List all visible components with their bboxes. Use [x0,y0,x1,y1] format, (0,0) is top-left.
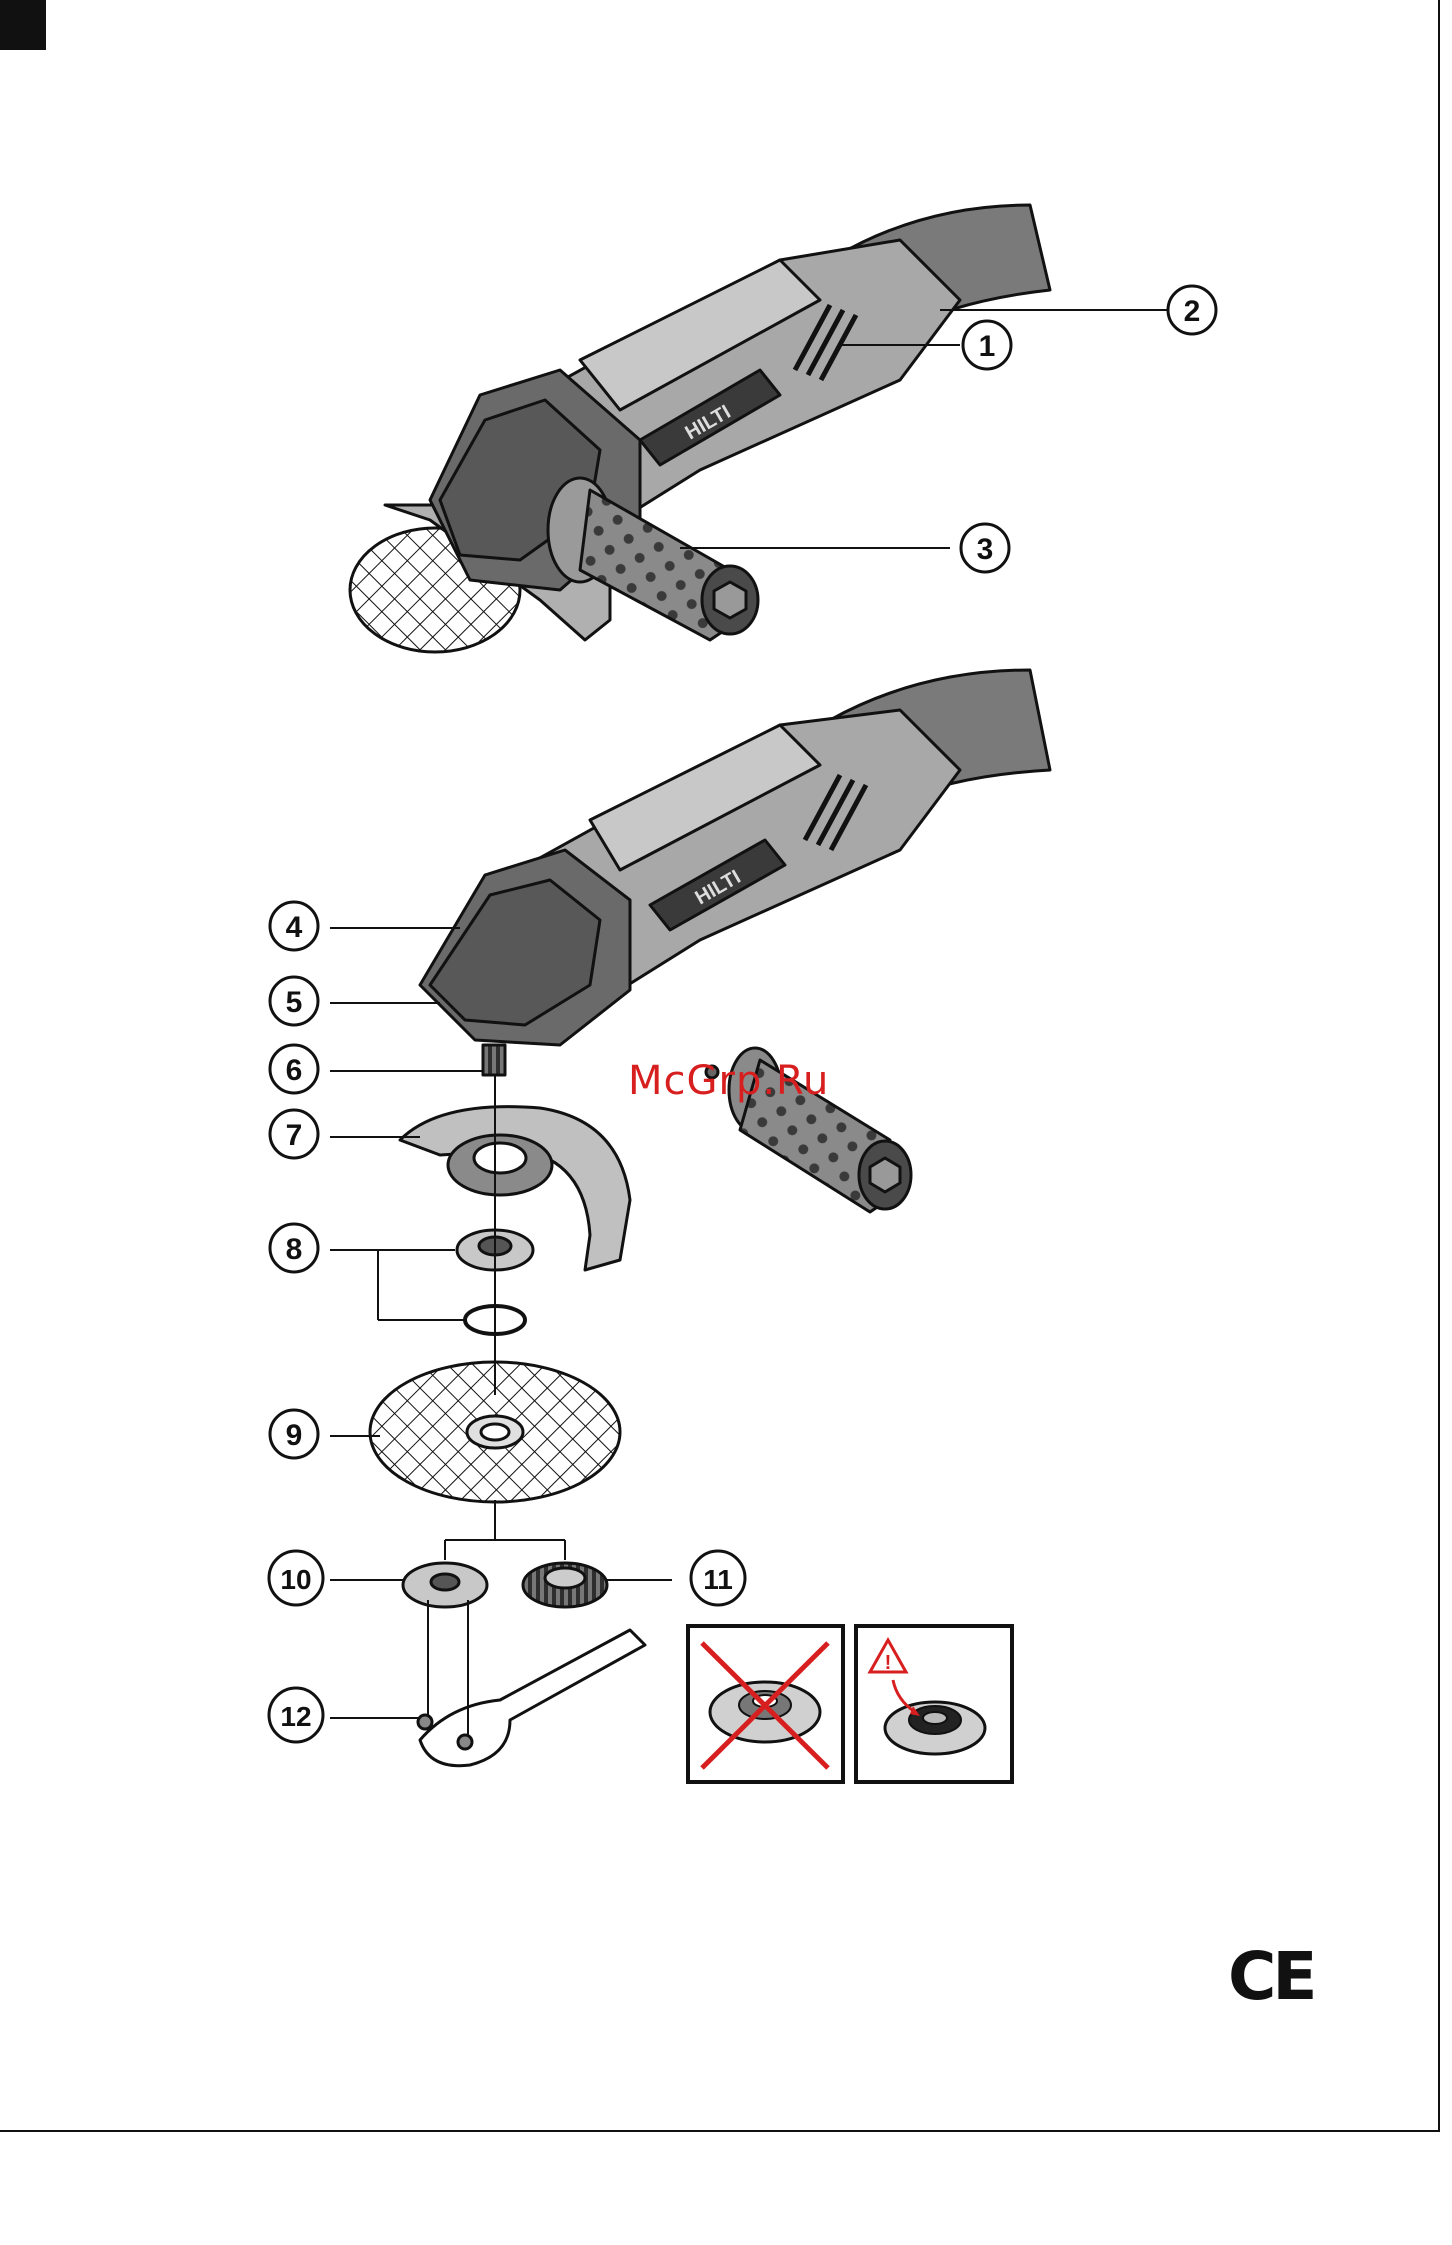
spindle [483,1045,505,1075]
callout-6: 6 [286,1054,303,1087]
callout-3: 3 [977,533,994,566]
wrong-flange-box [688,1626,843,1782]
callout-12: 12 [280,1701,311,1732]
callout-5: 5 [286,986,303,1019]
watermark: McGrp.Ru [628,1058,829,1104]
right-flange-box [856,1626,1012,1782]
callout-10: 10 [280,1564,311,1595]
callout-9: 9 [286,1419,303,1452]
callout-11: 11 [703,1564,733,1595]
callout-4: 4 [286,911,303,944]
ce-mark-icon: CE [1228,1938,1314,2015]
callout-8: 8 [286,1233,303,1266]
callout-2: 2 [1184,295,1201,328]
callout-1: 1 [979,330,996,363]
callout-7: 7 [286,1119,303,1152]
warning-symbol: ! [885,1652,892,1674]
pin-wrench [420,1630,645,1766]
